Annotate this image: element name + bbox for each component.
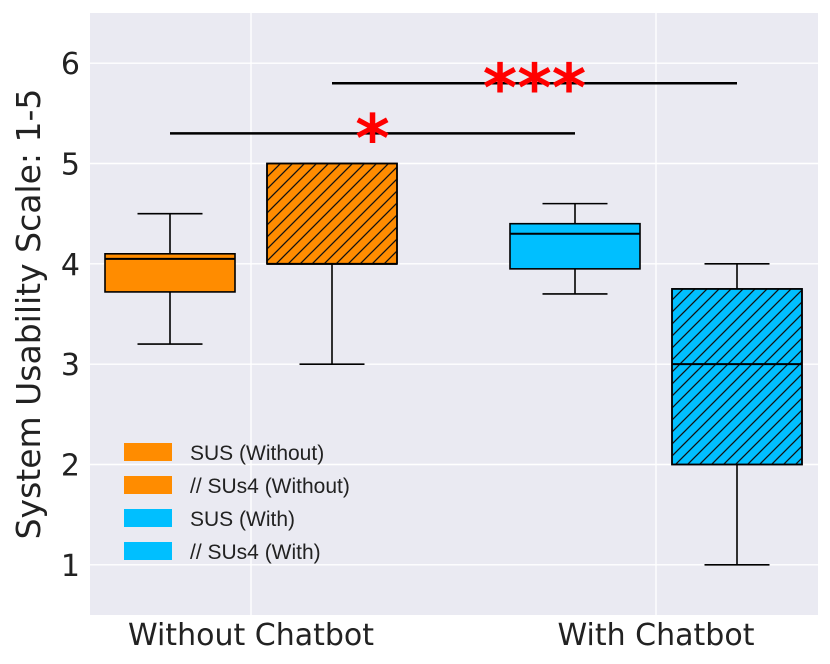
y-tick-label: 2 (61, 449, 80, 484)
x-tick-label: Without Chatbot (128, 618, 374, 653)
box-hatch (266, 162, 398, 265)
legend-label: SUS (With) (190, 508, 295, 531)
box-hatch (671, 288, 803, 466)
y-tick-label: 6 (61, 47, 80, 82)
y-tick-label: 5 (61, 148, 80, 183)
legend: SUS (Without) // SUs4 (Without) SUS (With)… (124, 442, 350, 564)
legend-label: // SUs4 (With) (190, 541, 321, 564)
legend-swatch (124, 476, 172, 494)
y-tick-label: 4 (61, 248, 80, 283)
legend-label: // SUs4 (Without) (190, 475, 350, 498)
box-iqr (104, 253, 236, 293)
significance-label: *** (483, 50, 587, 127)
legend-swatch (124, 509, 172, 527)
y-tick-label: 1 (61, 549, 80, 584)
legend-swatch (124, 443, 172, 461)
box-iqr (509, 222, 641, 270)
y-tick-labels: 1 2 3 4 5 6 (61, 47, 80, 584)
y-axis-label: System Usability Scale: 1-5 (9, 89, 48, 540)
y-tick-label: 3 (61, 348, 80, 383)
x-tick-label: With Chatbot (558, 618, 755, 653)
legend-label: SUS (Without) (190, 442, 324, 465)
legend-swatch (124, 542, 172, 560)
x-tick-labels: Without Chatbot With Chatbot (128, 618, 755, 653)
box-series (104, 162, 803, 566)
significance-label: * (355, 100, 390, 177)
significance-annotations: **** (170, 50, 737, 177)
